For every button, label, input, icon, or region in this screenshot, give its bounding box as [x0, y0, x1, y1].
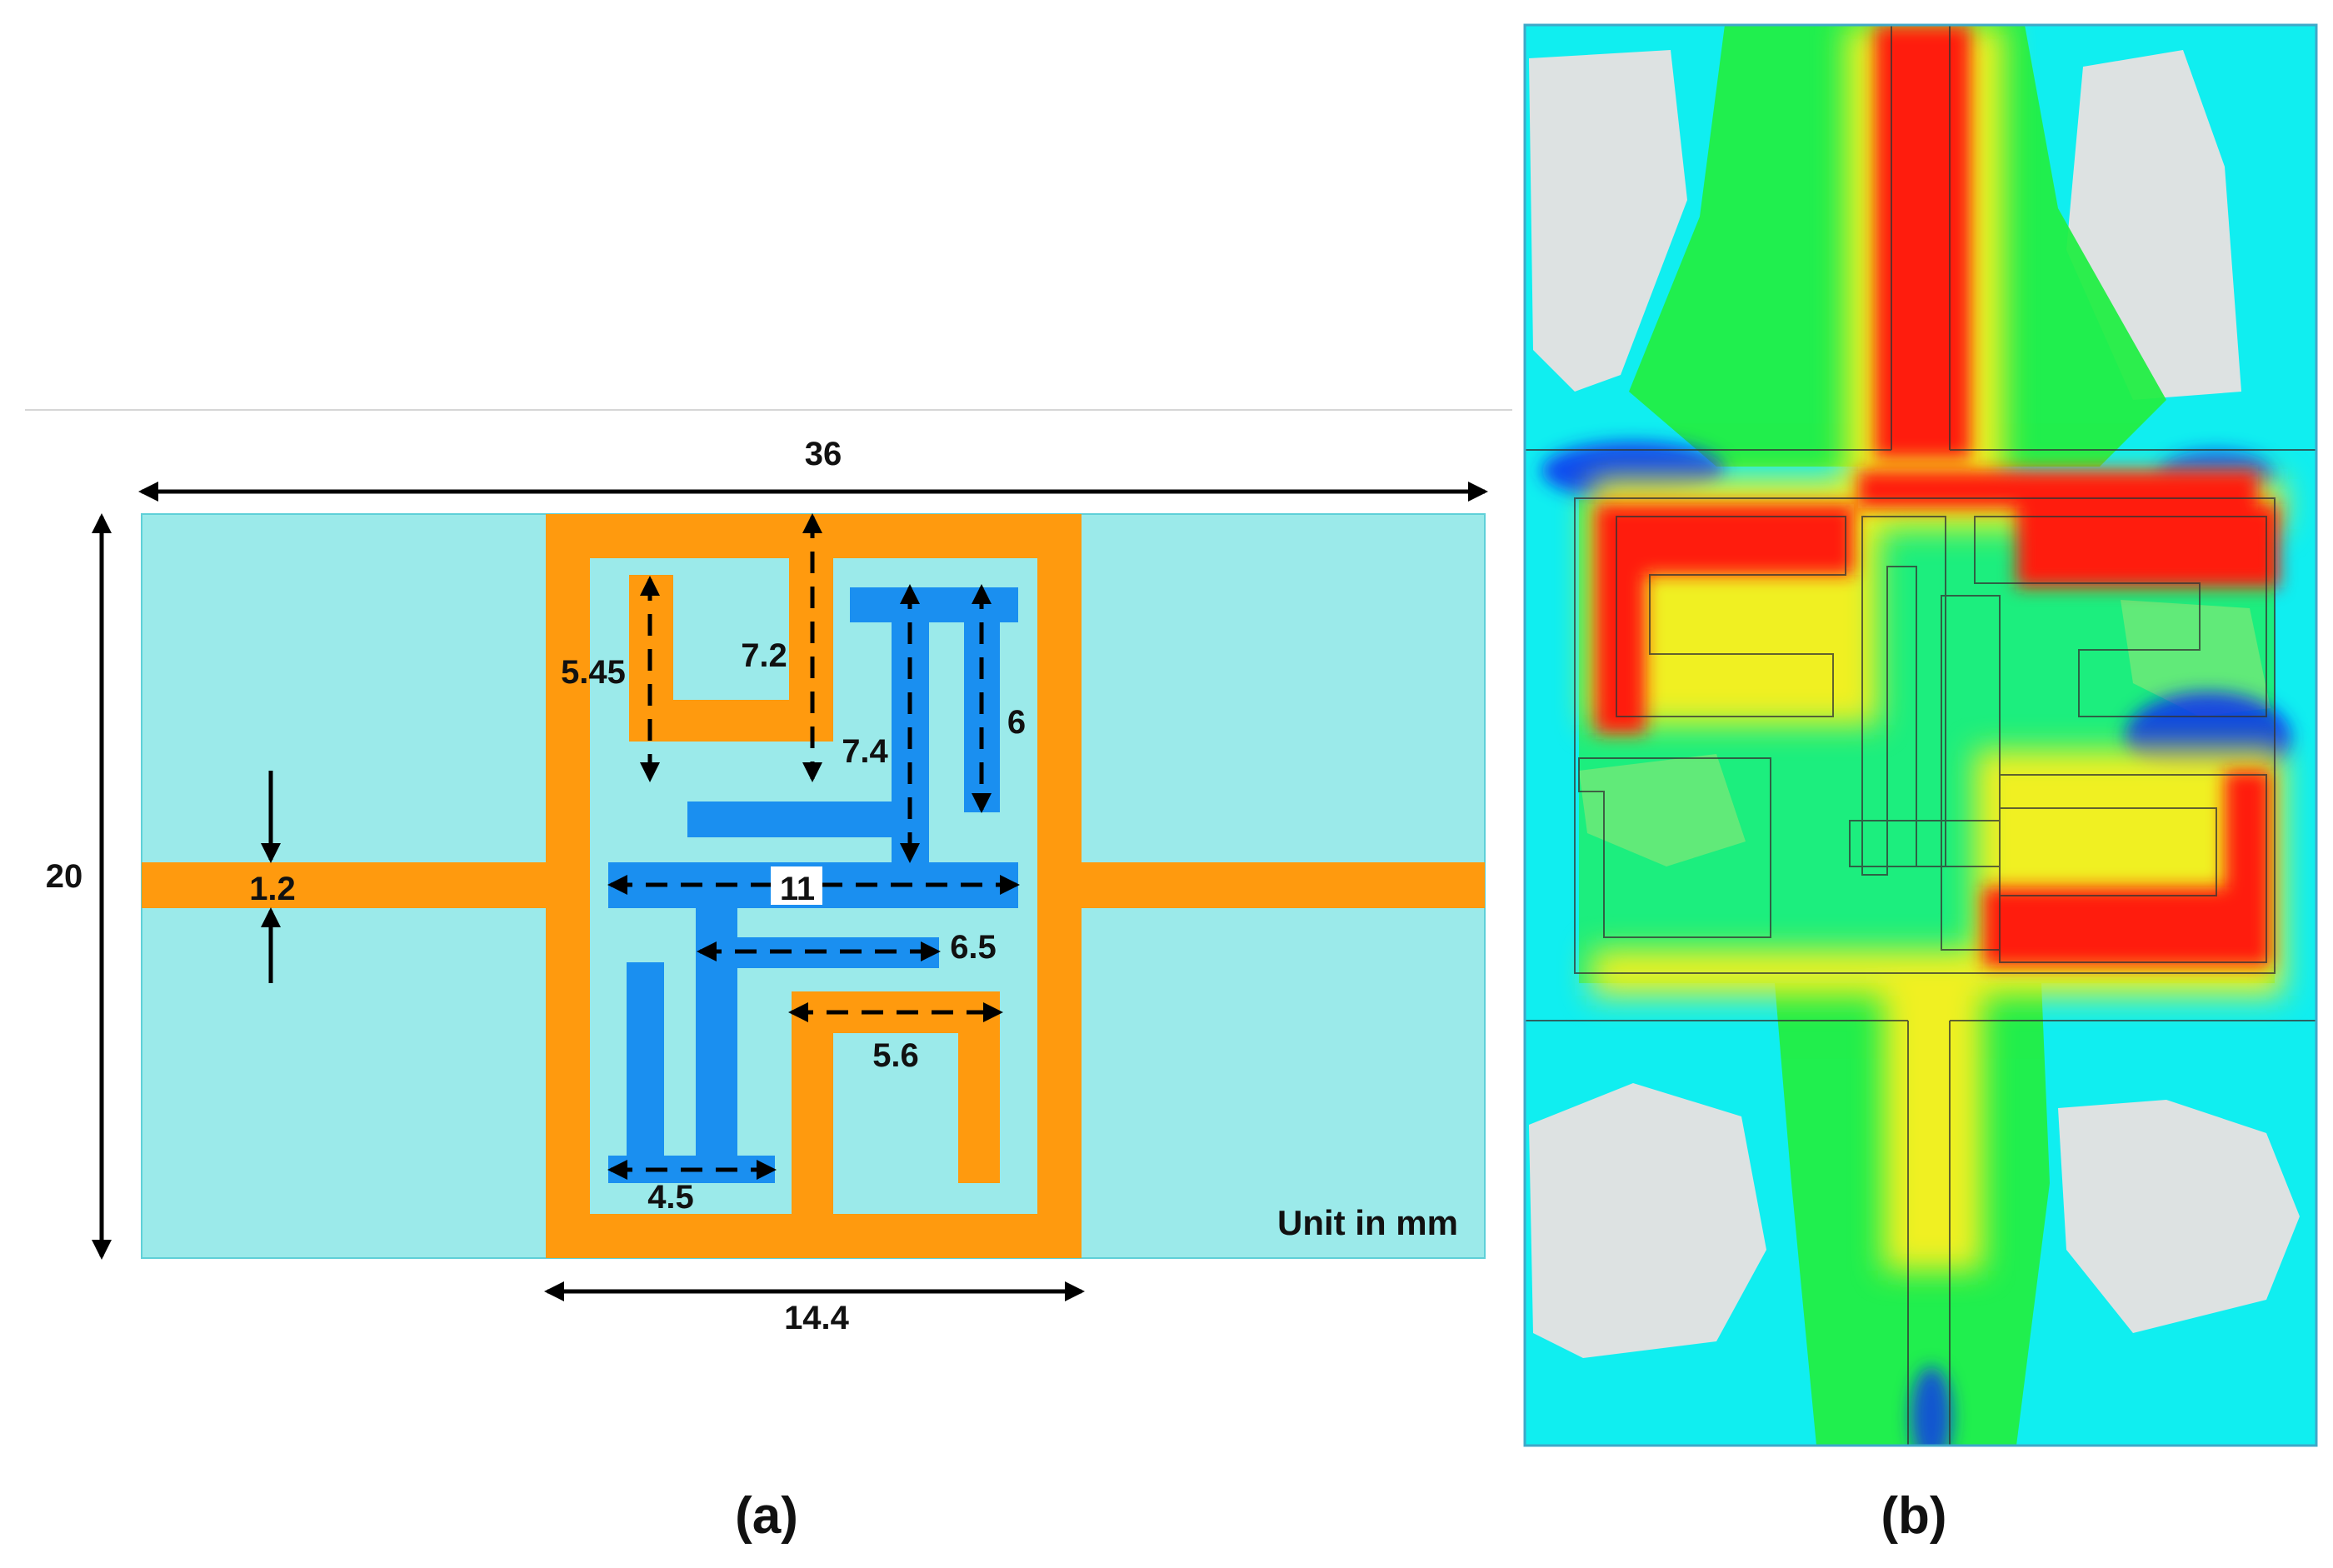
- right-feed-line: [1082, 862, 1485, 908]
- label-7-4: 7.4: [842, 733, 888, 770]
- grey-region-bottom-left: [1529, 1083, 1766, 1358]
- grey-region-bottom-right: [2058, 1100, 2300, 1333]
- red-lower-right-l: [1983, 771, 2271, 966]
- label-5-45: 5.45: [561, 654, 626, 691]
- grey-region-top-left: [1529, 50, 1687, 392]
- label-6-5: 6.5: [950, 929, 997, 966]
- unit-note: Unit in mm: [1277, 1203, 1458, 1242]
- blue-left-stub: [627, 962, 664, 1156]
- label-6: 6: [1007, 704, 1026, 741]
- outline-t-resonator: [1861, 516, 1946, 876]
- outline-lower-left-loop: [1578, 757, 1771, 938]
- panel-b-current-distribution: (b): [1523, 23, 2318, 1545]
- label-5-6: 5.6: [872, 1037, 919, 1074]
- red-top-bar: [1858, 471, 2258, 508]
- outline-center-bar: [1849, 820, 2001, 867]
- label-7-2: 7.2: [741, 637, 787, 674]
- label-4-5: 4.5: [647, 1179, 694, 1216]
- panel-b-border: [1523, 23, 2318, 1447]
- label-11: 11: [780, 871, 815, 907]
- outline-ring: [1574, 497, 2276, 974]
- label-overall-width: 36: [805, 436, 842, 472]
- label-feed-width: 1.2: [249, 871, 296, 907]
- left-feed-line: [142, 862, 546, 908]
- panel-a-layout: 36 20 1.2 14.4 5.45 7.2 7.4 6 11 6.5 5.6…: [25, 409, 1512, 1545]
- red-upper-left-l: [1596, 504, 1854, 733]
- label-11-background: [771, 866, 822, 905]
- red-upper-right-bar: [2016, 504, 2279, 587]
- outline-upper-right-stub: [1974, 516, 2267, 717]
- label-loop-width: 14.4: [784, 1300, 850, 1336]
- label-overall-height: 20: [46, 858, 83, 895]
- outline-center-cross: [1941, 595, 2001, 951]
- blue-pocket-bottom: [1911, 1366, 1952, 1446]
- panel-b-label: (b): [1881, 1487, 1946, 1545]
- panel-a-label: (a): [735, 1487, 798, 1545]
- outer-ring-resonator: [546, 514, 1082, 1258]
- yellow-feed-bottom: [1883, 996, 1983, 1271]
- outline-upper-left-stub: [1616, 516, 1846, 717]
- red-feed-top: [1875, 25, 1971, 458]
